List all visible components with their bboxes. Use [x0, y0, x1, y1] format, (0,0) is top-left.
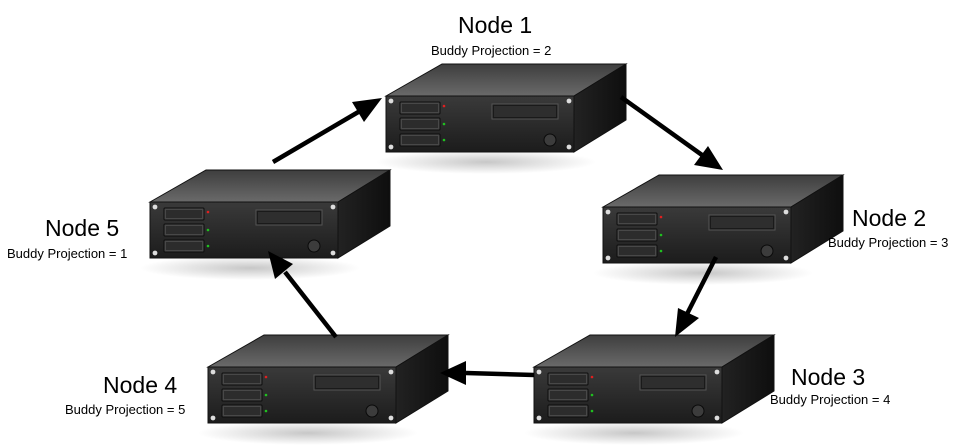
node-3-title: Node 3	[791, 364, 866, 390]
arrow-node1-to-node2	[619, 95, 723, 170]
arrow-node2-to-node3	[675, 255, 719, 337]
server-node-2	[592, 174, 844, 286]
node-4-title: Node 4	[103, 372, 178, 398]
node-1-title: Node 1	[458, 12, 533, 38]
server-node-3	[523, 334, 775, 446]
arrow-node3-to-node4	[440, 361, 535, 385]
node-2-title: Node 2	[852, 205, 927, 231]
server-node-5	[139, 169, 391, 281]
node-1-buddy-projection: Buddy Projection = 2	[431, 43, 552, 58]
arrow-node4-to-node5	[268, 251, 338, 339]
arrows	[268, 95, 723, 385]
node-3-buddy-projection: Buddy Projection = 4	[770, 392, 891, 407]
server-node-1	[375, 63, 627, 175]
server-node-4	[197, 334, 449, 446]
node-5-title: Node 5	[45, 215, 120, 241]
node-4-buddy-projection: Buddy Projection = 5	[65, 402, 186, 417]
node-2-buddy-projection: Buddy Projection = 3	[828, 235, 949, 250]
arrow-node5-to-node1	[271, 98, 382, 164]
node-5-buddy-projection: Buddy Projection = 1	[7, 246, 128, 261]
